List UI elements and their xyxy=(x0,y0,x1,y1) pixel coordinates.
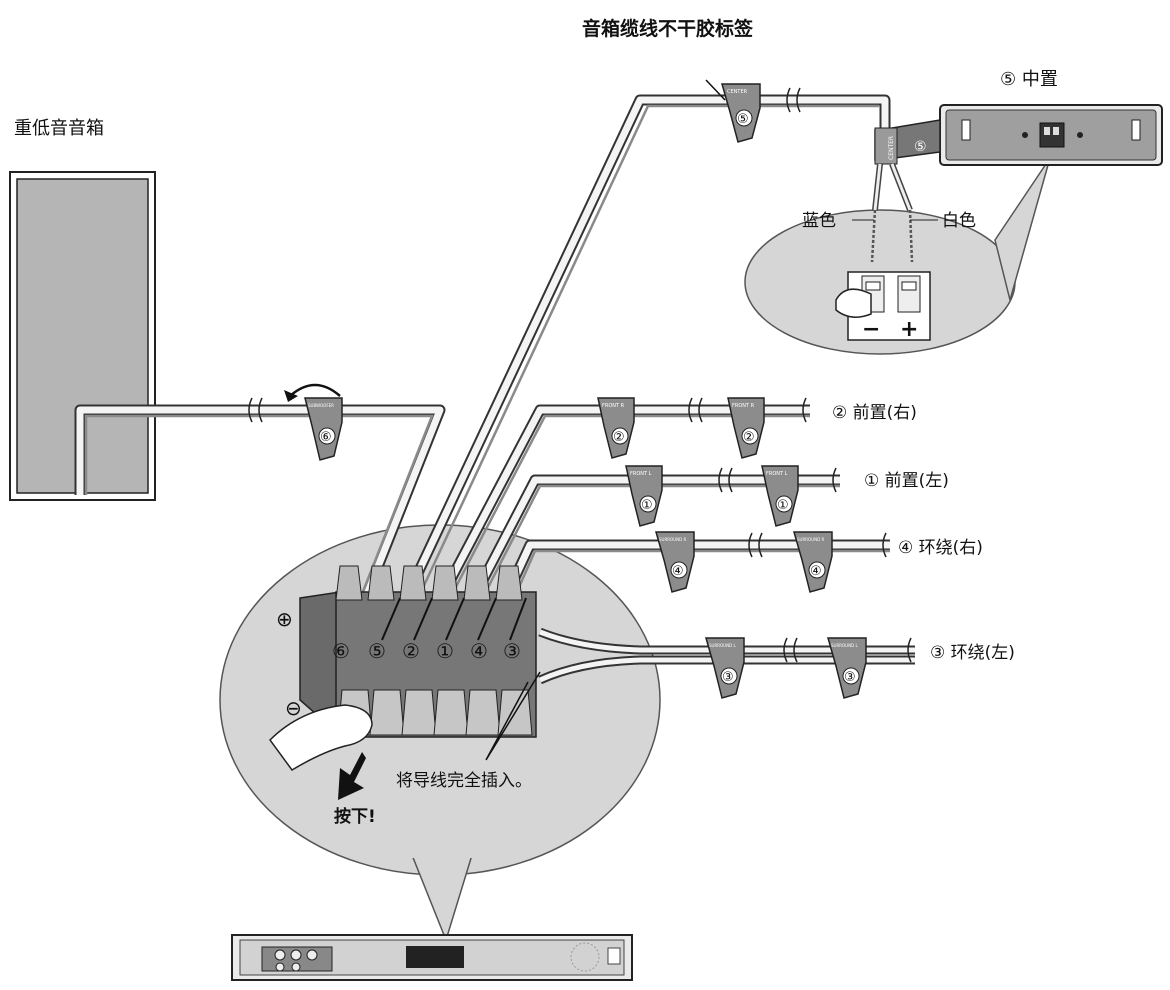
speaker-cable-label-title: 音箱缆线不干胶标签 xyxy=(582,17,754,40)
center-cable-end xyxy=(852,119,941,263)
tag-number-surround-l-2: ③ xyxy=(844,670,856,685)
terminal-block xyxy=(269,565,541,800)
center-terminal-plus: + xyxy=(900,317,918,342)
surround-left-cable xyxy=(538,627,915,685)
front-right-cable xyxy=(435,397,810,603)
tag-number-surround-r-1: ④ xyxy=(672,564,684,579)
surround-left-label: ③ 环绕(左) xyxy=(930,643,1015,663)
tag-text-front-r-1: FRONT R xyxy=(602,403,625,409)
tag-text-surround-l-2: SURROUND L xyxy=(831,643,858,648)
tag-text-front-r-2: FRONT R xyxy=(732,403,755,409)
center-cable-tag xyxy=(705,79,761,143)
front-left-label: ① 前置(左) xyxy=(864,471,949,491)
tag-number-subwoofer: ⑥ xyxy=(320,430,332,445)
tag-text-surround-l-1: SURROUND L xyxy=(709,643,736,648)
tag-number-surround-r-2: ④ xyxy=(810,564,822,579)
surround-left-cable-tags xyxy=(705,637,867,699)
subwoofer-cable-tag xyxy=(304,397,343,461)
subwoofer-label: 重低音音箱 xyxy=(14,118,104,139)
terminal-number-2: ② xyxy=(402,639,420,663)
tag-number-center: ⑤ xyxy=(737,112,749,127)
tag-text-subwoofer: SUBWOOFER xyxy=(308,403,334,408)
front-right-cable-tags xyxy=(597,397,765,459)
surround-right-cable-tags xyxy=(655,531,833,593)
tag-text-surround-r-2: SURROUND R xyxy=(797,537,824,542)
plus-polarity-symbol: ⊕ xyxy=(276,607,293,631)
terminal-number-4: ④ xyxy=(470,639,488,663)
tag-number-front-l-2: ① xyxy=(777,498,789,513)
tag-number-front-l-1: ① xyxy=(641,498,653,513)
terminal-number-6: ⑥ xyxy=(332,639,350,663)
center-cable xyxy=(405,87,891,595)
center-speaker xyxy=(939,104,1163,166)
center-terminal xyxy=(835,271,931,341)
front-left-cable xyxy=(465,467,840,608)
main-unit xyxy=(231,934,633,981)
tag-text-front-l-2: FRONT L xyxy=(766,471,788,477)
tag-text-front-l-1: FRONT L xyxy=(630,471,652,477)
terminal-number-1: ① xyxy=(436,639,454,663)
tag-number-center-cable-end: ⑤ xyxy=(914,139,927,155)
tag-number-surround-l-1: ③ xyxy=(722,670,734,685)
minus-polarity-symbol: ⊖ xyxy=(285,696,302,720)
tag-number-front-r-1: ② xyxy=(613,430,625,445)
tag-number-front-r-2: ② xyxy=(743,430,755,445)
blue-wire-label: 蓝色 xyxy=(802,211,836,231)
center-speaker-label: ⑤ 中置 xyxy=(1000,69,1058,90)
front-left-cable-tags xyxy=(625,465,799,527)
center-terminal-minus: − xyxy=(862,317,880,342)
tag-text-surround-r-1: SURROUND R xyxy=(659,537,686,542)
tag-text-center: CENTER xyxy=(727,89,748,95)
press-label: 按下! xyxy=(334,806,376,827)
tag-text-center-cable-end: CENTER xyxy=(888,136,895,160)
front-right-label: ② 前置(右) xyxy=(832,403,917,423)
white-wire-label: 白色 xyxy=(942,211,976,231)
terminal-number-3: ③ xyxy=(503,639,521,663)
surround-right-label: ④ 环绕(右) xyxy=(898,538,983,558)
terminal-number-5: ⑤ xyxy=(368,639,386,663)
insert-fully-label: 将导线完全插入。 xyxy=(396,771,532,791)
subwoofer-cable xyxy=(74,383,446,653)
